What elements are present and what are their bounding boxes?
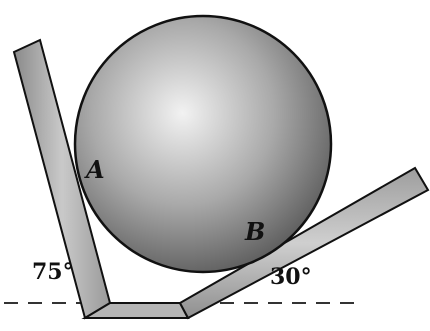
right-angle-label: 30° (270, 264, 312, 290)
left-angle-label: 75° (32, 259, 74, 285)
contact-point-a-label: A (84, 155, 105, 184)
sphere (73, 14, 333, 274)
contact-point-b-label: B (244, 217, 265, 246)
right-inclined-plane (178, 166, 430, 320)
